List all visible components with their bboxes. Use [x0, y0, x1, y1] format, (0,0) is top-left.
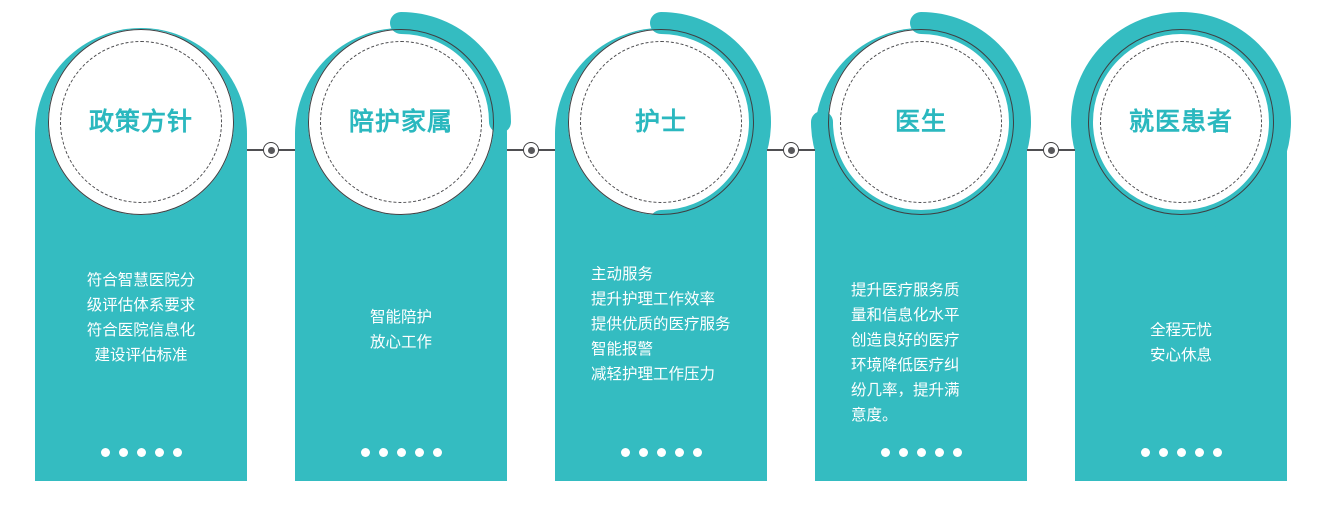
dot-icon	[432, 448, 442, 457]
card-text-line: 提升护理工作效率	[591, 291, 716, 308]
connector-line-left	[1027, 149, 1043, 151]
card-text-line: 提供优质的医疗服务	[591, 316, 731, 333]
process-card-policy[interactable]: 政策方针符合智慧医院分级评估体系要求符合医院信息化建设评估标准	[35, 0, 247, 481]
connector-node-icon	[1043, 142, 1059, 158]
dot-icon	[1176, 448, 1186, 457]
connector-line-left	[247, 149, 263, 151]
card-text-doctor: 提升医疗服务质量和信息化水平创造良好的医疗环境降低医疗纠纷几率，提升满意度。	[815, 278, 1027, 428]
dot-icon	[154, 448, 164, 457]
card-text-line: 安心休息	[1149, 347, 1212, 364]
connector-node-icon	[523, 142, 539, 158]
dot-icon	[118, 448, 128, 457]
dot-icon	[100, 448, 110, 457]
dot-icon	[656, 448, 666, 457]
dot-icon	[898, 448, 908, 457]
connector-3	[767, 139, 815, 161]
card-text-nurse: 主动服务提升护理工作效率提供优质的医疗服务智能报警减轻护理工作压力	[555, 262, 767, 387]
dot-icon	[692, 448, 702, 457]
dot-icon	[172, 448, 182, 457]
connector-node-center	[787, 146, 795, 154]
dot-icon	[360, 448, 370, 457]
connector-line-right	[1059, 149, 1075, 151]
card-text-line: 级评估体系要求	[86, 297, 196, 314]
connector-line-left	[507, 149, 523, 151]
connector-line-right	[279, 149, 295, 151]
card-title-nurse: 护士	[634, 108, 687, 136]
connector-node-center	[527, 146, 535, 154]
card-text-line: 纷几率，提升满	[851, 382, 960, 399]
dot-icon	[1140, 448, 1150, 457]
dot-icon	[638, 448, 648, 457]
card-text-policy: 符合智慧医院分级评估体系要求符合医院信息化建设评估标准	[35, 268, 247, 368]
dot-icon	[1158, 448, 1168, 457]
dot-icon	[1194, 448, 1204, 457]
card-text-line: 智能陪护	[369, 309, 432, 326]
card-text-line: 量和信息化水平	[851, 307, 960, 324]
card-text-family: 智能陪护放心工作	[295, 305, 507, 355]
card-text-line: 创造良好的医疗	[851, 332, 960, 349]
connector-node-center	[1047, 146, 1055, 154]
card-text-line: 主动服务	[591, 266, 654, 283]
connector-2	[507, 139, 555, 161]
card-text-line: 符合医院信息化	[86, 322, 196, 339]
pagination-dots-patient	[1075, 448, 1287, 457]
pagination-dots-nurse	[555, 448, 767, 457]
dot-icon	[136, 448, 146, 457]
process-card-family[interactable]: 陪护家属智能陪护放心工作	[295, 0, 511, 481]
connector-node-icon	[783, 142, 799, 158]
connector-line-right	[799, 149, 815, 151]
dot-icon	[414, 448, 424, 457]
pagination-dots-family	[295, 448, 507, 457]
card-text-patient: 全程无忧安心休息	[1075, 318, 1287, 368]
process-card-doctor[interactable]: 医生提升医疗服务质量和信息化水平创造良好的医疗环境降低医疗纠纷几率，提升满意度。	[811, 0, 1031, 481]
card-text-line: 放心工作	[369, 334, 432, 351]
connector-node-center	[267, 146, 275, 154]
connector-node-icon	[263, 142, 279, 158]
card-text-line: 意度。	[851, 407, 898, 424]
circle-well-policy	[48, 29, 234, 215]
dot-icon	[934, 448, 944, 457]
card-text-line: 提升医疗服务质	[851, 282, 960, 299]
card-title-family: 陪护家属	[348, 108, 453, 136]
dot-icon	[916, 448, 926, 457]
card-title-policy: 政策方针	[88, 108, 193, 136]
card-text-line: 减轻护理工作压力	[591, 366, 716, 383]
dot-icon	[880, 448, 890, 457]
connector-1	[247, 139, 295, 161]
connector-4	[1027, 139, 1075, 161]
dot-icon	[396, 448, 406, 457]
card-text-line: 建设评估标准	[94, 347, 188, 364]
dot-icon	[1212, 448, 1222, 457]
connector-line-left	[767, 149, 783, 151]
process-card-nurse[interactable]: 护士主动服务提升护理工作效率提供优质的医疗服务智能报警减轻护理工作压力	[555, 0, 771, 481]
card-title-patient: 就医患者	[1128, 108, 1233, 136]
dot-icon	[620, 448, 630, 457]
card-text-line: 符合智慧医院分	[86, 272, 196, 289]
card-text-line: 环境降低医疗纠	[851, 357, 960, 374]
card-text-line: 智能报警	[591, 341, 654, 358]
dot-icon	[674, 448, 684, 457]
dot-icon	[952, 448, 962, 457]
dot-icon	[378, 448, 388, 457]
process-card-patient[interactable]: 就医患者全程无忧安心休息	[1071, 0, 1291, 481]
connector-line-right	[539, 149, 555, 151]
card-text-line: 全程无忧	[1149, 322, 1212, 339]
pagination-dots-doctor	[815, 448, 1027, 457]
card-title-doctor: 医生	[894, 108, 947, 136]
pagination-dots-policy	[35, 448, 247, 457]
